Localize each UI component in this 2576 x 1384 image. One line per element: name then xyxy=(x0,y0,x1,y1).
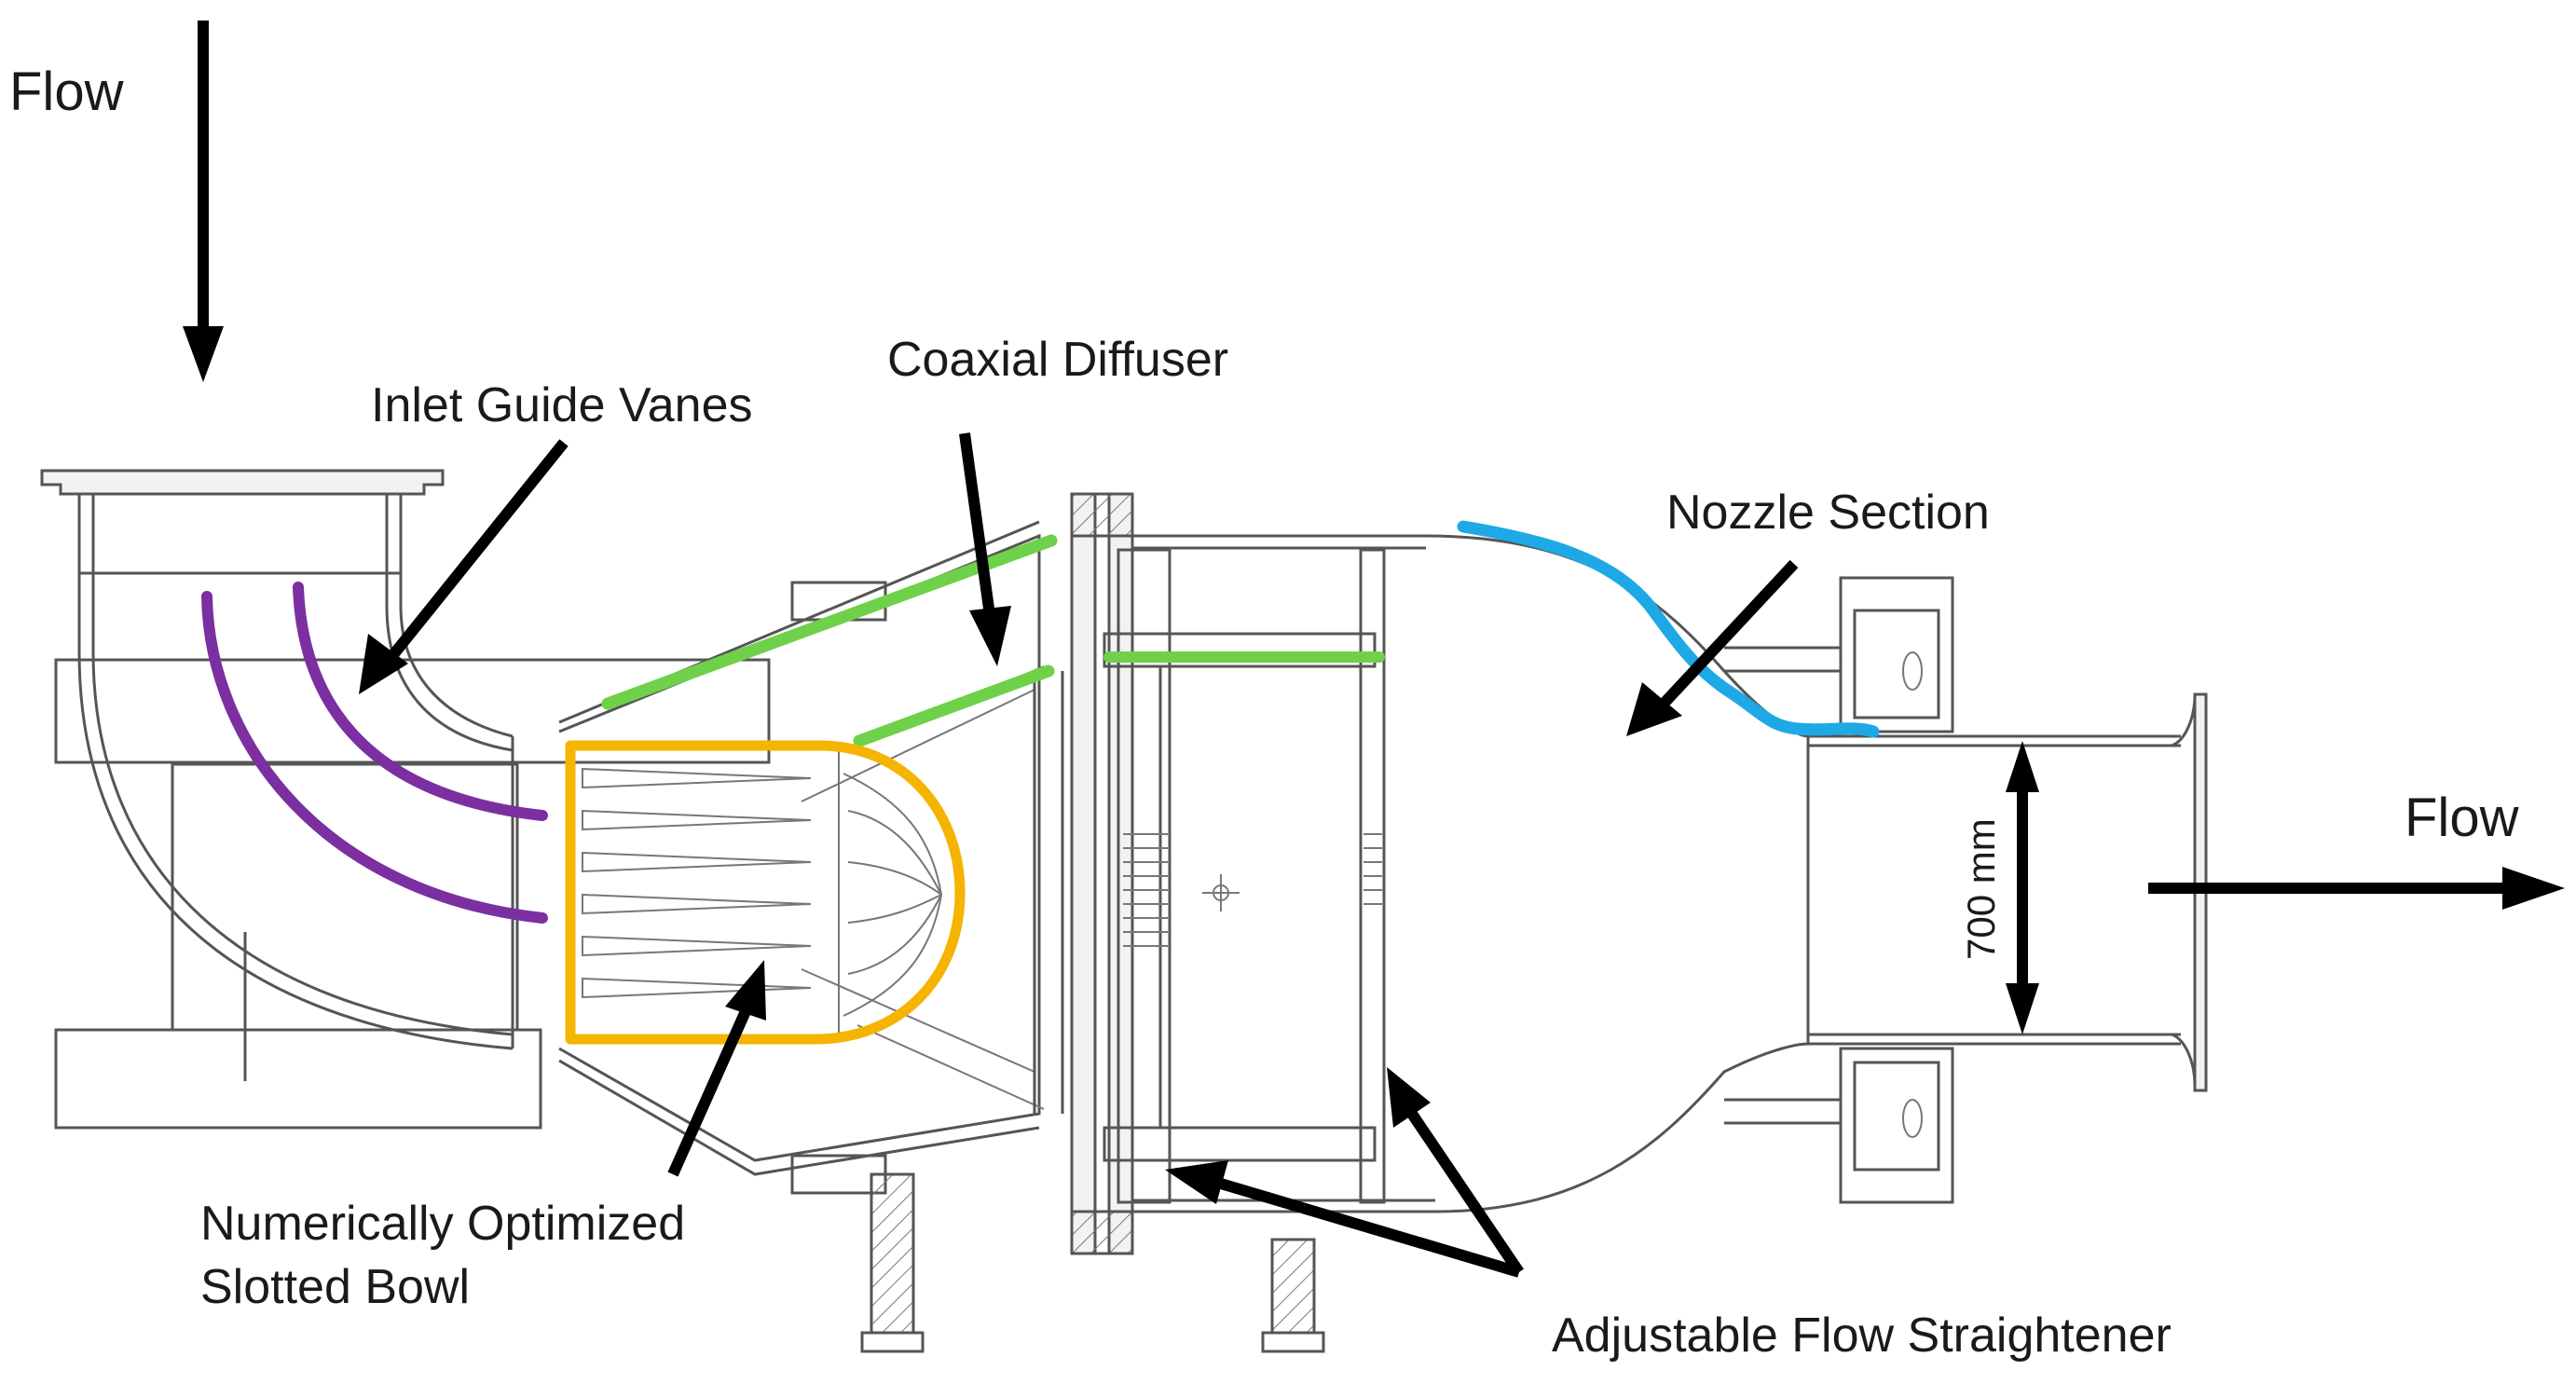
flow-out-label: Flow xyxy=(2405,788,2520,848)
flow-in-arrow xyxy=(183,21,224,382)
diffuser-arrow xyxy=(959,432,1011,666)
flow-straightener-label: Adjustable Flow Straightener xyxy=(1552,1309,2172,1363)
dimension-arrow xyxy=(2006,741,2039,1035)
bowl-arrow xyxy=(667,960,766,1177)
nozzle-arrow xyxy=(1626,559,1799,736)
slotted-bowl xyxy=(565,740,966,1045)
flow-out-arrow xyxy=(2148,867,2565,910)
slotted-bowl-outline xyxy=(565,740,966,1045)
flow-in-label: Flow xyxy=(9,62,125,122)
guide-vane-1 xyxy=(201,591,548,924)
slotted-bowl-label-line2: Slotted Bowl xyxy=(200,1260,470,1314)
guide-vanes-arrow xyxy=(359,439,569,694)
nozzle-section-label: Nozzle Section xyxy=(1666,486,1990,540)
diffuser-highlight-outer xyxy=(601,534,1058,710)
straightener-arrow-right xyxy=(1387,1067,1524,1276)
inlet-guide-vanes-label: Inlet Guide Vanes xyxy=(371,378,753,432)
dimension-label: 700 mm xyxy=(1959,818,2003,960)
technical-drawing xyxy=(40,469,2208,1353)
diffuser-highlight-inner xyxy=(853,665,1055,747)
nozzle-highlight xyxy=(1457,520,1880,738)
guide-vane-2 xyxy=(293,582,548,821)
coaxial-diffuser-label: Coaxial Diffuser xyxy=(887,333,1228,387)
slotted-bowl-label-line1: Numerically Optimized xyxy=(200,1197,685,1251)
straightener-arrow-left xyxy=(1165,1160,1521,1278)
